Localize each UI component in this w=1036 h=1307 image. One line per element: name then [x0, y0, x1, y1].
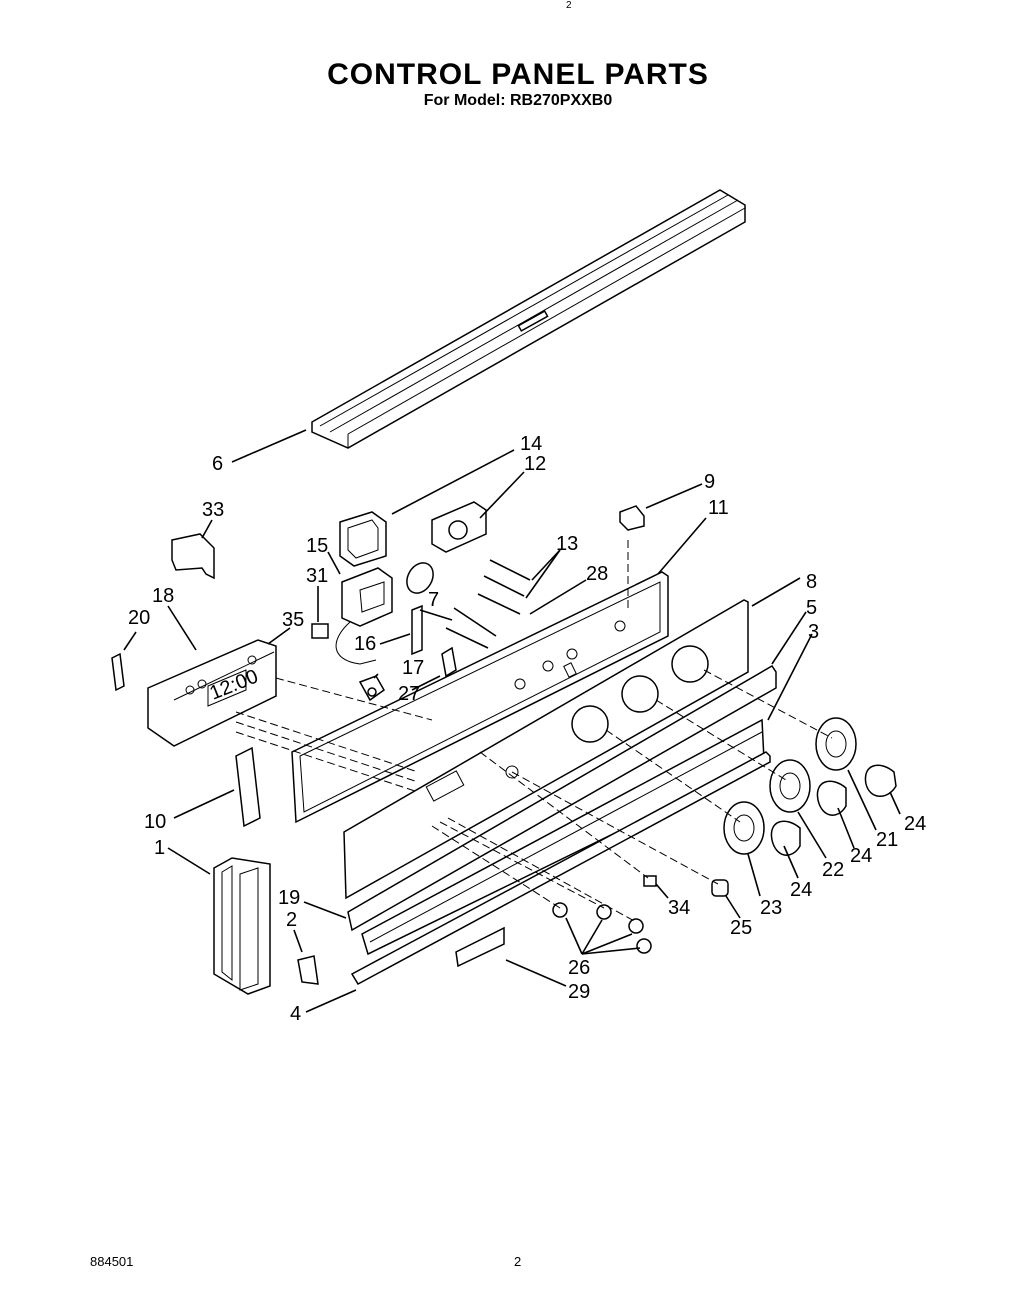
callout-14: 14 [520, 433, 542, 455]
callout-18: 18 [152, 585, 174, 607]
part-24-knob-c [770, 820, 801, 856]
part-33-clip [171, 533, 215, 580]
callout-25: 25 [730, 917, 752, 939]
callout-28: 28 [586, 563, 608, 585]
part-13-28-wires [445, 559, 531, 649]
document-number: 884501 [90, 1254, 134, 1269]
callout-19: 19 [278, 887, 300, 909]
part-9-knob-cap [619, 505, 645, 531]
callout-22: 22 [822, 859, 844, 881]
part-31-connector [311, 623, 329, 639]
part-16-bracket [411, 604, 423, 656]
callout-12: 12 [524, 453, 546, 475]
callout-13: 13 [556, 533, 578, 555]
part-21-bezel [815, 717, 857, 771]
callout-21: 21 [876, 829, 898, 851]
callout-5: 5 [806, 597, 817, 619]
callout-26: 26 [568, 957, 590, 979]
part-26-screws [552, 902, 652, 954]
part-29-label [455, 926, 505, 968]
assembly-lines [235, 540, 833, 923]
part-4-bottom-trim [350, 751, 771, 985]
part-14-transformer [339, 511, 387, 567]
callout-24a: 24 [904, 813, 926, 835]
part-20-bracket [111, 652, 125, 692]
part-24-knob-b [816, 780, 847, 816]
part-23-bezel [723, 801, 765, 855]
part-34-grommet [643, 875, 657, 887]
page-number: 2 [514, 1254, 522, 1269]
callout-6: 6 [212, 453, 223, 475]
callout-29: 29 [568, 981, 590, 1003]
callout-31: 31 [306, 565, 328, 587]
callout-8: 8 [806, 571, 817, 593]
part-12-switch [431, 501, 487, 553]
callout-2: 2 [286, 909, 297, 931]
callout-35: 35 [282, 609, 304, 631]
part-22-bezel [769, 759, 811, 813]
part-1-endcap [213, 857, 271, 995]
part-5-part-3-trims [347, 664, 777, 956]
callout-16: 16 [354, 633, 376, 655]
callout-labels: 6 14 12 9 11 33 15 13 31 28 8 18 7 5 20 … [128, 433, 926, 1025]
part-27-clip [441, 646, 457, 678]
callout-27: 27 [398, 683, 420, 705]
part-18-clock-module: 12:00 [147, 639, 277, 747]
callout-34: 34 [668, 897, 690, 919]
part-25-bushing [711, 879, 729, 897]
callout-10: 10 [144, 811, 166, 833]
callout-15: 15 [306, 535, 328, 557]
leader-lines [123, 429, 901, 1013]
top-page-mark: 2 [566, 0, 572, 11]
callout-23: 23 [760, 897, 782, 919]
callout-3: 3 [808, 621, 819, 643]
model-subtitle: For Model: RB270PXXB0 [423, 92, 613, 109]
part-2-endcap [297, 955, 319, 985]
callout-33: 33 [202, 499, 224, 521]
callout-4: 4 [290, 1003, 301, 1025]
top-trim-rail [311, 189, 746, 449]
part-15-relay [335, 567, 393, 665]
callout-7: 7 [428, 589, 439, 611]
callout-24c: 24 [790, 879, 812, 901]
part-24-knob-a [864, 764, 897, 797]
o-ring [406, 562, 434, 594]
part-11-control-panel [291, 571, 669, 824]
callout-17: 17 [402, 657, 424, 679]
callout-24b: 24 [850, 845, 872, 867]
callout-11: 11 [708, 497, 729, 519]
callout-20: 20 [128, 607, 150, 629]
part-10-bracket [235, 746, 261, 828]
part-17-lamp [358, 675, 385, 702]
page-title: CONTROL PANEL PARTS [327, 58, 709, 91]
callout-9: 9 [704, 471, 715, 493]
callout-1: 1 [154, 837, 165, 859]
part-8-front-panel [343, 599, 749, 900]
